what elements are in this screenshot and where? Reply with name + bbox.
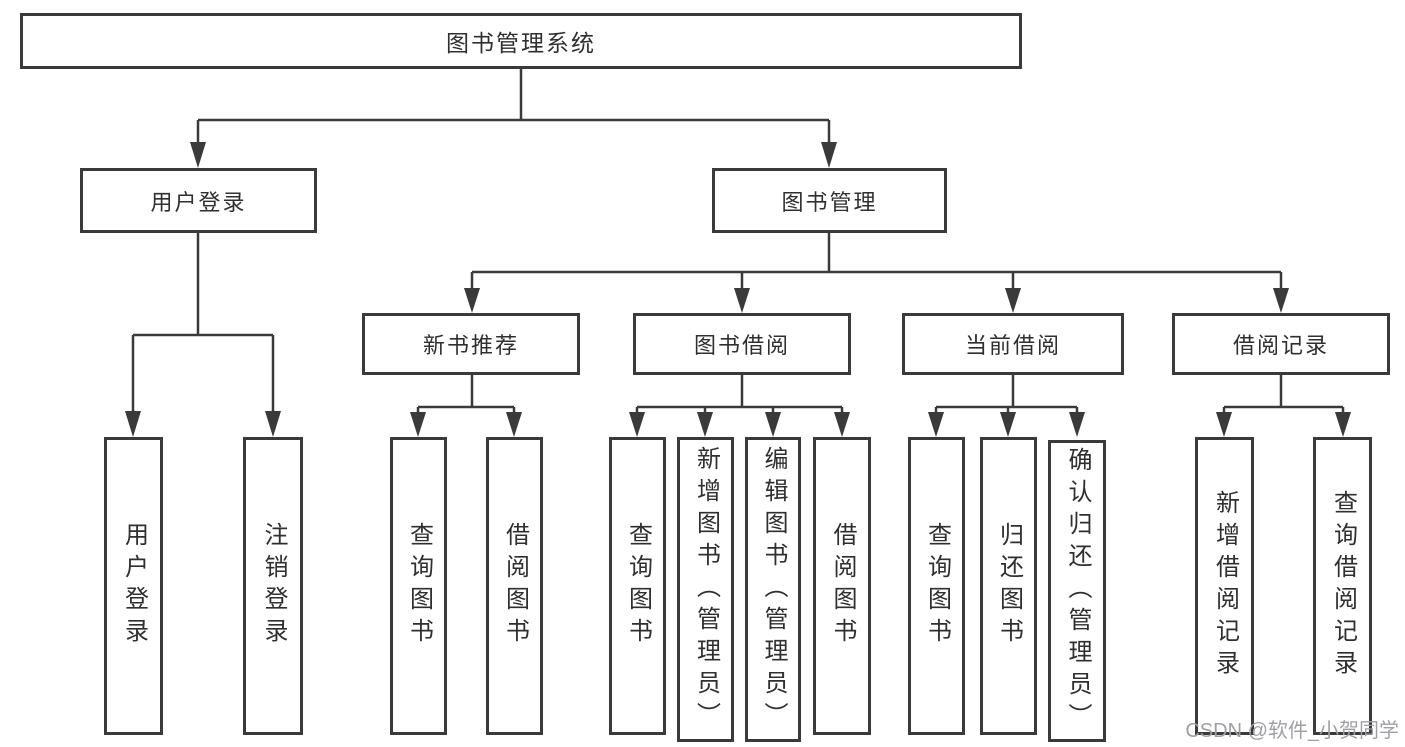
node-book-management: 图书管理: [712, 168, 947, 233]
leaf-cb-query-books-label: 查询图书: [923, 522, 951, 650]
leaf-nb-query-books: 查询图书: [390, 437, 447, 735]
leaf-cb-confirm-return-admin-label: 确认归还（管理员）: [1064, 447, 1091, 735]
leaf-user-login-label: 用户登录: [120, 522, 148, 650]
leaf-br-query-record-label: 查询借阅记录: [1329, 490, 1357, 682]
leaf-user-login: 用户登录: [104, 437, 163, 735]
leaf-logout: 注销登录: [243, 437, 303, 735]
leaf-bb-borrow-books: 借阅图书: [813, 437, 871, 735]
leaf-bb-query-books: 查询图书: [609, 437, 666, 735]
leaf-cb-return-books-label: 归还图书: [995, 522, 1023, 650]
leaf-br-add-record: 新增借阅记录: [1195, 437, 1254, 735]
node-user-login: 用户登录: [80, 168, 317, 233]
leaf-cb-confirm-return-admin: 确认归还（管理员）: [1048, 440, 1106, 742]
node-new-book-recommend: 新书推荐: [362, 313, 580, 375]
leaf-bb-edit-books-admin: 编辑图书（管理员）: [745, 437, 801, 742]
leaf-bb-add-books-admin-label: 新增图书（管理员）: [692, 445, 720, 734]
node-book-borrowing: 图书借阅: [633, 313, 851, 375]
leaf-cb-return-books: 归还图书: [980, 437, 1037, 735]
leaf-bb-edit-books-admin-label: 编辑图书（管理员）: [760, 445, 787, 734]
leaf-br-query-record: 查询借阅记录: [1313, 437, 1372, 735]
leaf-nb-borrow-books: 借阅图书: [486, 437, 543, 735]
leaf-logout-label: 注销登录: [260, 522, 287, 650]
leaf-bb-add-books-admin: 新增图书（管理员）: [677, 437, 734, 742]
leaf-nb-borrow-books-label: 借阅图书: [501, 522, 529, 650]
leaf-br-add-record-label: 新增借阅记录: [1211, 490, 1239, 682]
node-current-borrowing: 当前借阅: [902, 313, 1124, 375]
leaf-bb-borrow-books-label: 借阅图书: [829, 522, 856, 650]
leaf-nb-query-books-label: 查询图书: [405, 522, 433, 650]
leaf-cb-query-books: 查询图书: [908, 437, 965, 735]
csdn-watermark: CSDN @软件_小贺同学: [1185, 720, 1399, 742]
node-library-management-system: 图书管理系统: [20, 13, 1022, 69]
leaf-bb-query-books-label: 查询图书: [624, 522, 652, 650]
node-borrowing-records: 借阅记录: [1172, 313, 1390, 375]
